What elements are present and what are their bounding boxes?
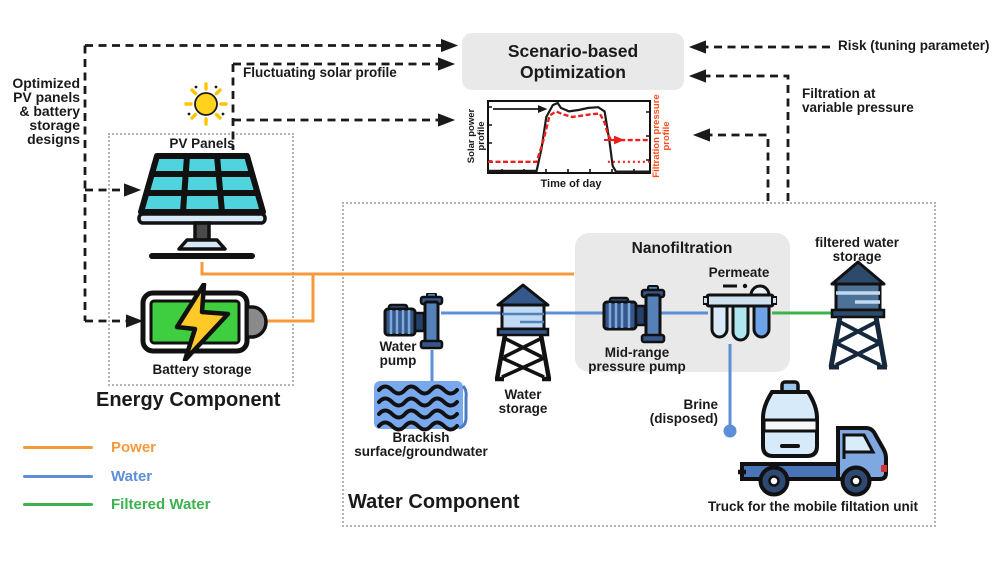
legend-power-label: Power <box>111 439 157 456</box>
brackish-water-icon <box>374 381 468 432</box>
legend-water-label: Water <box>111 468 153 485</box>
legend-filtered-label: Filtered Water <box>111 496 211 513</box>
inset-chart-svg <box>487 100 651 174</box>
inset-ylabel-left: Solar power profile <box>466 108 487 164</box>
filter-unit-icon <box>703 283 777 342</box>
pv-panels-icon <box>137 153 267 259</box>
pressure-pump-icon <box>602 285 666 344</box>
filtered-water-storage-icon <box>828 260 888 370</box>
truck-icon <box>738 380 888 497</box>
series-solar-power-profile <box>488 101 650 173</box>
legend-power-swatch <box>23 446 93 449</box>
optimized-designs-label: Optimized PV panels & battery storage de… <box>12 75 80 147</box>
sun-icon <box>184 82 228 126</box>
optimization-title: Scenario-based Optimization <box>507 40 639 82</box>
filtration-feedback-arrows <box>688 69 790 201</box>
water-storage-label: Water storage <box>498 387 548 417</box>
filtered-storage-label: filtered water storage <box>814 235 900 265</box>
inset-ylabel-right: Filtration pressure profile <box>651 94 672 178</box>
brackish-label: Brackish surface/groundwater <box>354 430 488 460</box>
filtration-pressure-label: Filtration at variable pressure <box>802 86 914 116</box>
truck-label: Truck for the mobile filtation unit <box>707 499 918 514</box>
energy-component-title: Energy Component <box>96 389 281 411</box>
risk-label: Risk (tuning parameter) <box>838 38 990 53</box>
water-component-title: Water Component <box>348 491 520 513</box>
inset-xlabel: Time of day <box>540 178 602 190</box>
battery-storage-label: Battery storage <box>152 362 252 377</box>
brine-label: Brine (disposed) <box>649 397 718 427</box>
solar-pressure-inset-chart <box>466 96 676 196</box>
energy-component-box <box>108 133 294 386</box>
midrange-pump-label: Mid-range pressure pump <box>588 345 686 375</box>
water-pump-icon <box>383 293 444 350</box>
series-filtration-pressure-profile <box>488 110 650 164</box>
optimization-box: Scenario-based Optimization <box>462 33 684 90</box>
fluctuating-solar-label: Fluctuating solar profile <box>243 65 397 80</box>
chart-ticks-right <box>646 111 650 161</box>
legend-water-swatch <box>23 475 93 478</box>
battery-icon <box>140 283 268 361</box>
permeate-label: Permeate <box>708 265 770 280</box>
chart-frame <box>487 100 651 174</box>
water-component-box <box>342 202 936 527</box>
chart-series <box>488 101 650 173</box>
legend-filtered-swatch <box>23 503 93 506</box>
nanofiltration-title: Nanofiltration <box>631 240 733 257</box>
water-pump-label: Water pump <box>379 339 417 369</box>
water-storage-icon <box>494 283 552 382</box>
pv-panels-label: PV Panels <box>169 136 235 151</box>
